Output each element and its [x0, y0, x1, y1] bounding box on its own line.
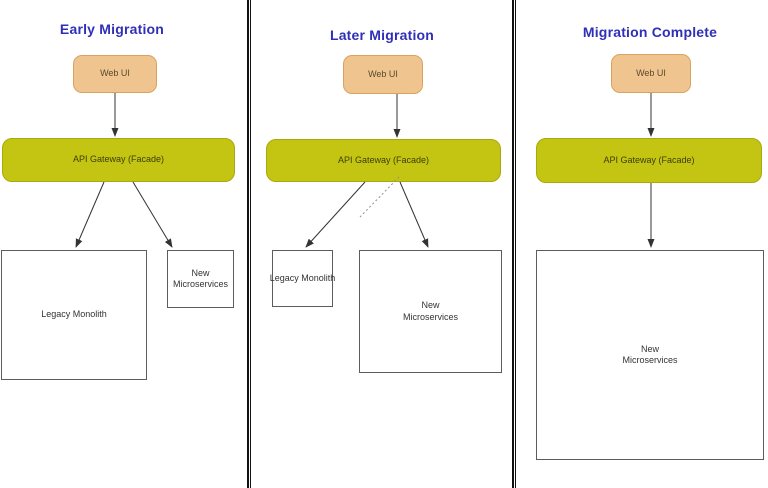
early-web-ui-label: Web UI: [100, 68, 130, 79]
complete-new-microservices-node: New Microservices: [536, 250, 764, 460]
panel-title-early-migration: Early Migration: [59, 21, 165, 37]
early-web-ui-node: Web UI: [73, 55, 157, 93]
later-legacy-monolith-node: Legacy Monolith: [269, 250, 336, 307]
later-new-microservices-label: New Microservices: [402, 300, 458, 322]
later-legacy-monolith-label: Legacy Monolith: [269, 272, 336, 283]
later-gateway-to-microservices-arrow: [399, 181, 429, 248]
later-new-microservices-node: New Microservices: [359, 250, 502, 373]
later-api-gateway-node: API Gateway (Facade): [266, 139, 501, 182]
panel-divider-1-inner: [250, 0, 251, 488]
complete-web-ui-label: Web UI: [636, 67, 666, 78]
later-deprecated-dashed-connector: [359, 176, 400, 218]
early-new-microservices-node: New Microservices: [167, 250, 234, 308]
early-legacy-monolith-label: Legacy Monolith: [41, 309, 107, 320]
complete-new-microservices-label: New Microservices: [622, 343, 678, 365]
panel-title-migration-complete: Migration Complete: [582, 24, 718, 40]
early-api-gateway-label: API Gateway (Facade): [72, 154, 165, 165]
early-new-microservices-label: New Microservices: [172, 267, 228, 289]
panel-divider-2-inner: [515, 0, 516, 488]
panel-title-later-migration: Later Migration: [329, 27, 435, 43]
later-gateway-to-monolith-arrow: [305, 181, 366, 248]
early-gateway-to-microservices-arrow: [132, 181, 173, 248]
complete-api-gateway-node: API Gateway (Facade): [536, 138, 762, 183]
early-legacy-monolith-node: Legacy Monolith: [1, 250, 147, 380]
later-api-gateway-label: API Gateway (Facade): [337, 154, 430, 165]
later-web-ui-label: Web UI: [368, 68, 398, 79]
complete-api-gateway-label: API Gateway (Facade): [603, 154, 695, 165]
later-web-ui-node: Web UI: [343, 55, 423, 94]
early-api-gateway-node: API Gateway (Facade): [2, 138, 235, 182]
panel-divider-2-outer: [511, 0, 514, 488]
panel-divider-1-outer: [246, 0, 249, 488]
complete-web-ui-node: Web UI: [611, 54, 691, 93]
early-gateway-to-monolith-arrow: [75, 181, 105, 248]
